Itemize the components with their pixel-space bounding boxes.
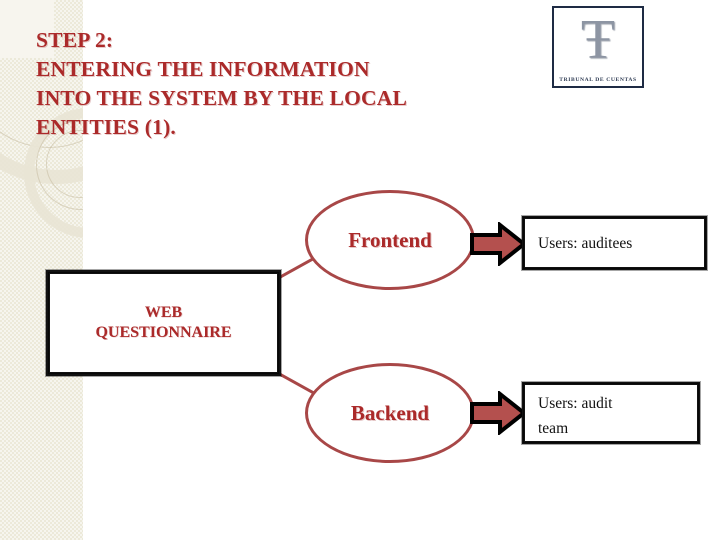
web-questionnaire-label: WEB QUESTIONNAIRE	[95, 304, 232, 341]
users-audit-team-label: Users: audit team	[538, 395, 613, 437]
arrow-frontend-to-auditees-icon	[470, 220, 528, 268]
arrow-backend-to-audit-team-icon	[470, 389, 528, 437]
page-title: STEP 2: ENTERING THE INFORMATION INTO TH…	[36, 28, 408, 139]
backend-node[interactable]: Backend	[305, 363, 475, 463]
web-questionnaire-box[interactable]: WEB QUESTIONNAIRE	[46, 270, 281, 376]
users-auditees-label: Users: auditees	[538, 234, 633, 252]
backend-label: Backend	[350, 400, 430, 425]
users-auditees-box[interactable]: Users: auditees	[522, 216, 707, 270]
logo-monogram-icon: Ŧ	[580, 9, 616, 71]
frontend-label: Frontend	[348, 227, 432, 252]
frontend-node[interactable]: Frontend	[305, 190, 475, 290]
users-audit-team-box[interactable]: Users: audit team	[522, 382, 700, 444]
logo-caption: TRIBUNAL DE CUENTAS	[559, 77, 637, 83]
decorative-corner-block	[0, 0, 54, 58]
tribunal-de-cuentas-logo: Ŧ TRIBUNAL DE CUENTAS	[552, 6, 644, 88]
